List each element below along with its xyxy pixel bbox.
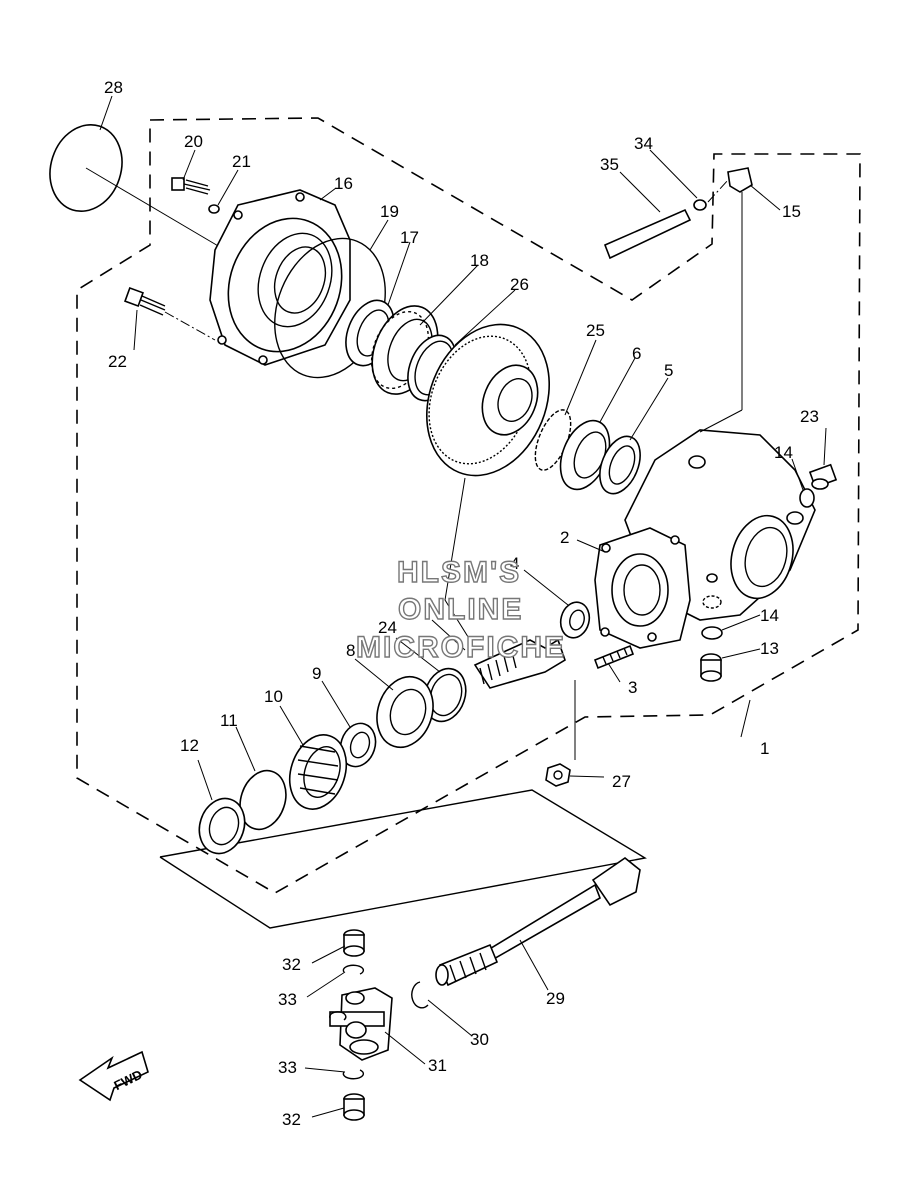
label-part-29: 29 [546,989,565,1008]
label-part-24: 24 [378,618,397,637]
leader-lines [99,95,827,1118]
part-24-shim-inner [429,673,463,717]
label-part-3: 3 [628,678,637,697]
label-part-9: 9 [312,664,321,683]
label-part-18: 18 [470,251,489,270]
part-12-oil-seal [198,797,246,855]
label-part-32-top: 32 [282,955,301,974]
watermark-line-1: HLSM'S [397,556,521,589]
part-23-filler-plug [808,463,838,490]
part-5-seal [599,435,641,495]
part-29-drive-shaft [435,857,641,987]
part-32-bearing-cap-bottom [343,1093,365,1121]
part-7-pinion-gear [473,638,566,689]
label-part-7: 7 [424,597,433,616]
label-part-30: 30 [470,1030,489,1049]
part-14-gasket-upper [799,488,815,508]
watermark-line-3: MICROFICHE [356,631,566,664]
label-part-14-lower: 14 [760,606,779,625]
driveshaft-bracket [159,789,647,929]
label-part-4: 4 [510,554,519,573]
part-3-stud [593,644,635,670]
label-part-19: 19 [380,202,399,221]
label-part-33-bottom: 33 [278,1058,297,1077]
part-33-clip-middle [329,1011,347,1021]
part-4-bushing [559,601,591,639]
ring-gear [425,323,551,477]
part-27-nut [545,680,576,787]
part-13-drain-plug [700,653,722,682]
label-part-21: 21 [232,152,251,171]
label-part-23: 23 [800,407,819,426]
label-part-13: 13 [760,639,779,658]
label-part-14-upper: 14 [774,443,793,462]
part-11-o-ring [239,769,287,831]
label-part-34: 34 [634,134,653,153]
label-part-10: 10 [264,687,283,706]
part-28-o-ring [49,123,226,251]
watermark: HLSM'S ONLINE MICROFICHE [355,555,566,664]
label-part-33-top: 33 [278,990,297,1009]
part-32-bearing-cap-top [343,929,365,957]
part-30-circlip [411,981,429,1009]
part-31-universal-joint [329,987,393,1061]
part-16-cover-housing [209,189,351,366]
label-part-6: 6 [632,344,641,363]
part-8-bearing [376,675,434,749]
label-part-16: 16 [334,174,353,193]
part-10-nut [288,734,348,810]
label-part-5: 5 [664,361,673,380]
part-33-clip-top [342,964,365,975]
assembly-guide-line [444,477,471,641]
part-20-bolt [171,177,211,195]
part-34-clip [693,199,707,211]
label-part-11: 11 [220,711,238,730]
label-part-20: 20 [184,132,203,151]
label-part-25: 25 [586,321,605,340]
label-part-12: 12 [180,736,199,755]
part-9-collar [339,722,377,768]
label-part-27: 27 [612,772,631,791]
part-33-clip-bottom [342,1069,365,1080]
part-22-bolt [124,287,216,341]
part-14-gasket-lower [701,626,723,640]
part-35-hose [603,208,692,260]
label-part-35: 35 [600,155,619,174]
part-21-washer [208,204,220,214]
label-part-22: 22 [108,352,127,371]
watermark-line-2: ONLINE [398,593,523,626]
label-part-28: 28 [104,78,123,97]
part-2-housing-flange [594,527,691,649]
label-part-17: 17 [400,228,419,247]
part-15-breather-fitting [699,167,753,433]
label-part-31: 31 [428,1056,447,1075]
label-part-26: 26 [510,275,529,294]
label-part-1: 1 [760,739,769,758]
fwd-arrow-icon: FWD [78,1050,149,1102]
label-part-32-bottom: 32 [282,1110,301,1129]
assembly-boundary-main [76,117,861,894]
label-part-2: 2 [560,528,569,547]
label-part-8: 8 [346,641,355,660]
label-part-15: 15 [782,202,801,221]
